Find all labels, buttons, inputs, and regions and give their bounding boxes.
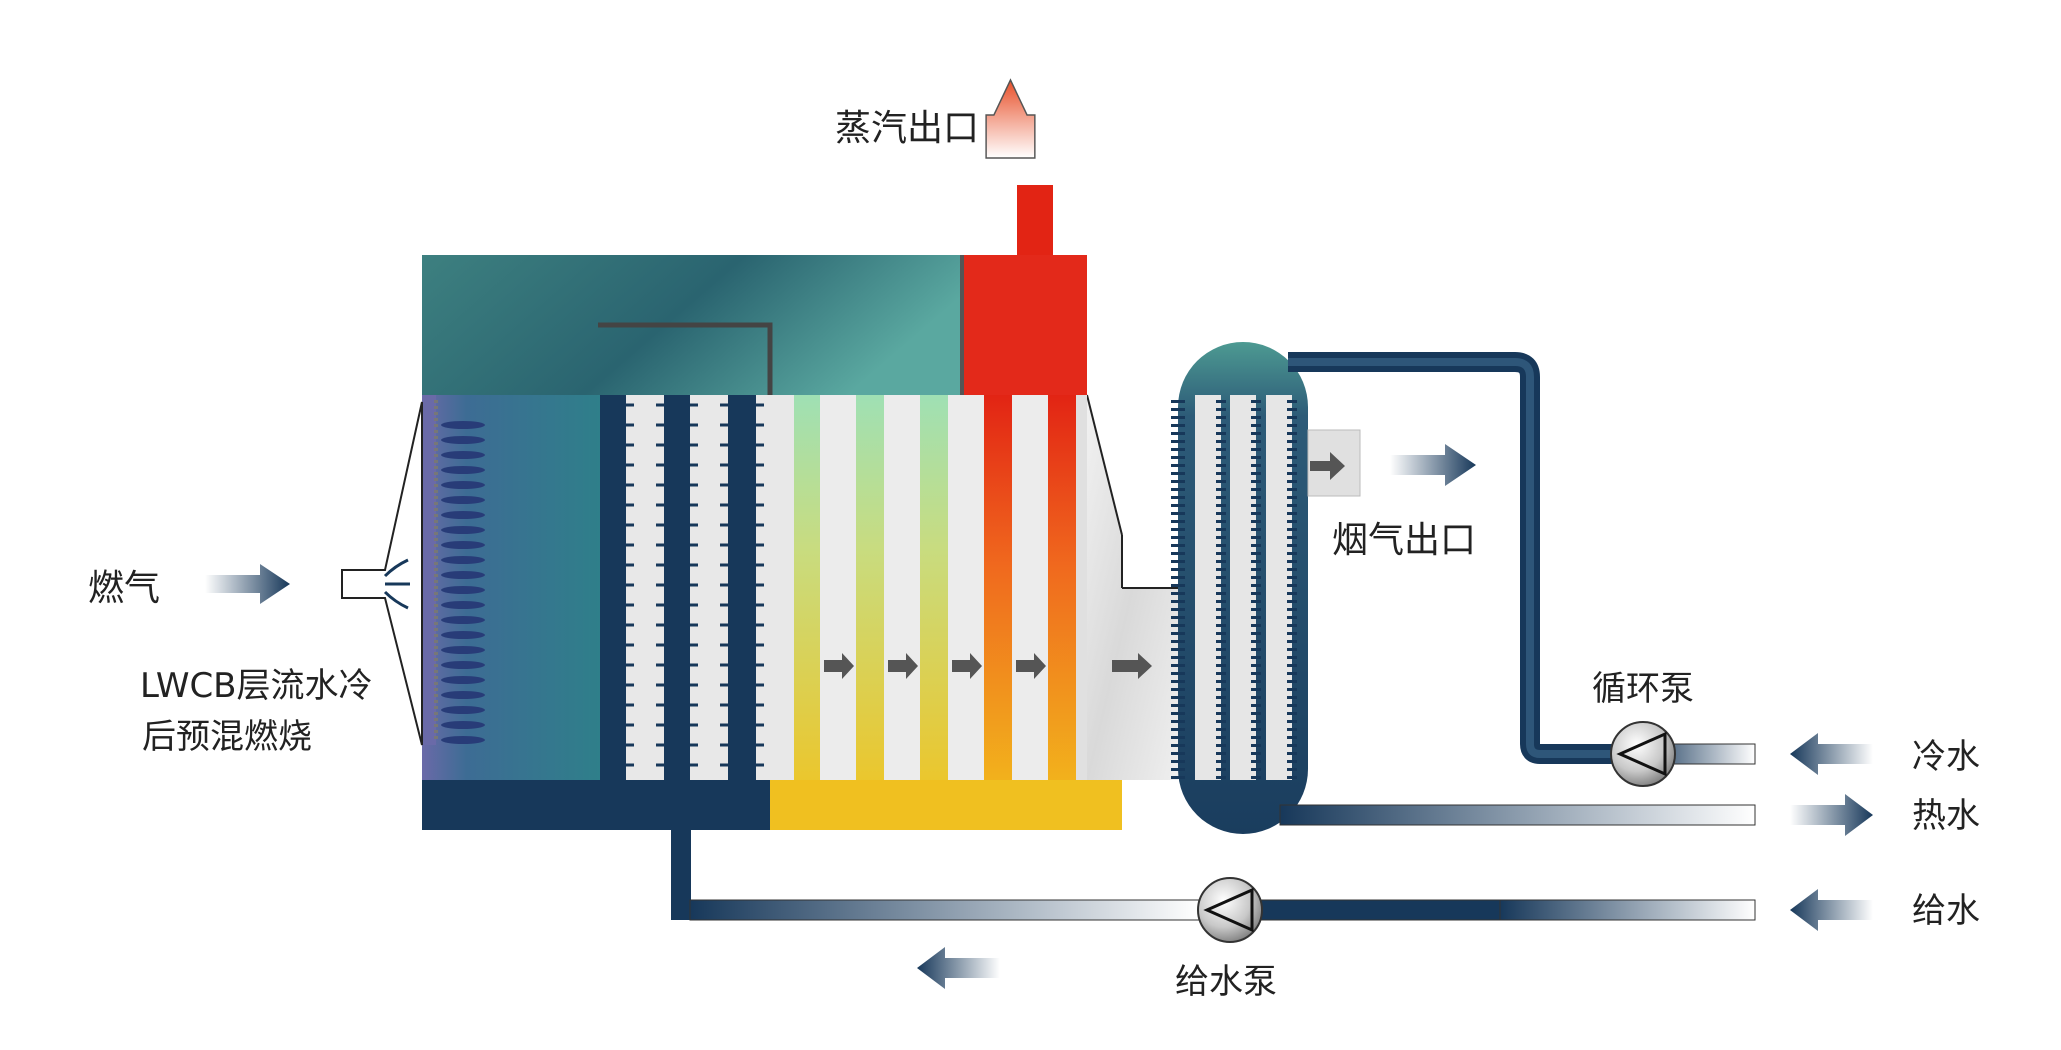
flue-outlet-arrow-inner	[1310, 452, 1345, 480]
burner-strip	[422, 395, 436, 745]
finned-tube-bank	[626, 395, 794, 780]
burner-label-line1: LWCB层流水冷	[140, 666, 373, 706]
lower-drum-dark	[422, 780, 770, 830]
circulation-pump-label: 循环泵	[1592, 669, 1694, 709]
feed-water-arrow	[1790, 889, 1873, 931]
flame-zone	[770, 395, 962, 830]
feed-water-pipe-left	[689, 899, 1201, 921]
burner-flames	[441, 421, 485, 744]
smooth-tube-bank	[820, 395, 1087, 780]
steam-outlet-label: 蒸汽出口	[835, 108, 979, 149]
gas-spray-icon	[383, 558, 410, 610]
flue-duct	[1087, 395, 1178, 780]
gas-inlet-arrow	[205, 564, 290, 604]
feed-pump-icon	[1197, 877, 1263, 943]
flow-arrow	[888, 653, 918, 679]
lower-drum-yellow	[770, 780, 1122, 830]
circulation-pump-icon	[1610, 721, 1676, 787]
hot-water-arrow	[1790, 794, 1873, 836]
flue-outlet-arrow	[1390, 444, 1476, 486]
feed-pump-label: 给水泵	[1175, 962, 1277, 1002]
feed-direction-arrow	[917, 947, 1000, 989]
baffle-plate	[598, 322, 773, 395]
flow-arrow	[952, 653, 982, 679]
gas-inlet-label: 燃气	[88, 568, 160, 609]
burner-label-line2: 后预混燃烧	[142, 717, 312, 757]
feed-water-pipe-vertical	[671, 830, 1200, 920]
cold-water-arrow	[1790, 733, 1873, 775]
steam-stack	[1017, 185, 1053, 260]
gas-inlet-nozzle	[341, 401, 423, 746]
economizer-tubes	[1195, 395, 1292, 780]
feed-water-label: 给水	[1912, 891, 1980, 931]
cold-water-label: 冷水	[1912, 737, 1980, 777]
hot-water-pipe	[1279, 804, 1756, 826]
hot-water-label: 热水	[1912, 796, 1980, 836]
flue-outlet-label: 烟气出口	[1332, 520, 1476, 561]
steam-outlet-arrow	[985, 78, 1036, 159]
flow-arrow	[824, 653, 854, 679]
steam-chamber	[962, 255, 1087, 395]
flow-arrow	[1112, 653, 1152, 679]
flow-arrow	[1016, 653, 1046, 679]
